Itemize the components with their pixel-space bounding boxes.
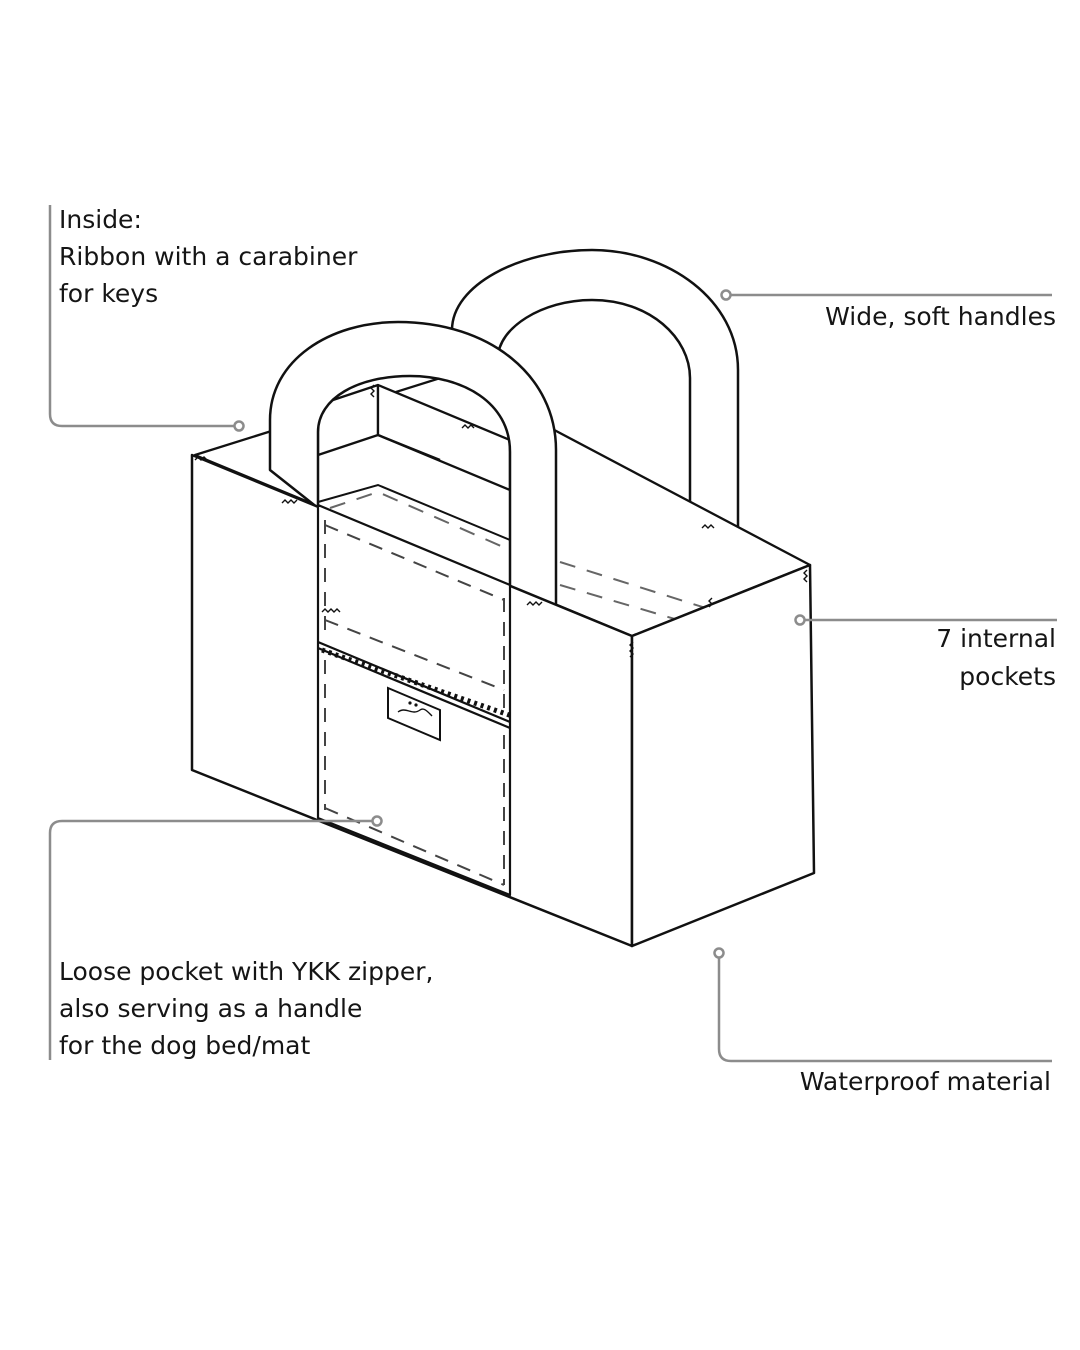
annotation-line: also serving as a handle	[59, 994, 363, 1023]
leader-inside-dot	[233, 420, 245, 432]
annotation-line: pockets	[959, 662, 1056, 691]
back-handle	[450, 248, 740, 534]
annotation-waterproof: Waterproof material	[800, 1063, 1051, 1100]
ykk-zipper	[321, 647, 513, 719]
brand-label-patch	[387, 686, 441, 742]
leader-loose-dot	[371, 815, 383, 827]
front-handle	[268, 320, 558, 612]
annotation-internal-pockets: 7 internal pockets	[936, 620, 1056, 696]
stitch-marks	[194, 384, 808, 658]
annotation-line: 7 internal	[936, 624, 1056, 653]
leader-waterproof	[717, 958, 1052, 1063]
leader-handles-dot	[720, 289, 732, 301]
inner-pocket-panel	[317, 483, 511, 541]
interior-pocket-stitching	[329, 490, 713, 631]
annotation-inside-ribbon: Inside: Ribbon with a carabiner for keys	[59, 201, 357, 312]
annotation-loose-pocket: Loose pocket with YKK zipper, also servi…	[59, 953, 433, 1064]
leader-pockets-dot	[794, 614, 806, 626]
annotation-line: Inside:	[59, 205, 142, 234]
leader-lines	[48, 205, 1057, 1063]
leader-waterproof-dot	[713, 947, 725, 959]
annotation-line: for the dog bed/mat	[59, 1031, 311, 1060]
bag-interior	[193, 373, 812, 638]
annotation-handles: Wide, soft handles	[825, 298, 1056, 335]
annotation-line: Wide, soft handles	[825, 302, 1056, 331]
annotation-line: Loose pocket with YKK zipper,	[59, 957, 434, 986]
leader-inside	[48, 205, 234, 428]
annotation-line: Ribbon with a carabiner	[59, 242, 358, 271]
annotation-line: for keys	[59, 279, 159, 308]
leader-loose	[48, 819, 372, 1060]
annotation-line: Waterproof material	[799, 1067, 1051, 1096]
